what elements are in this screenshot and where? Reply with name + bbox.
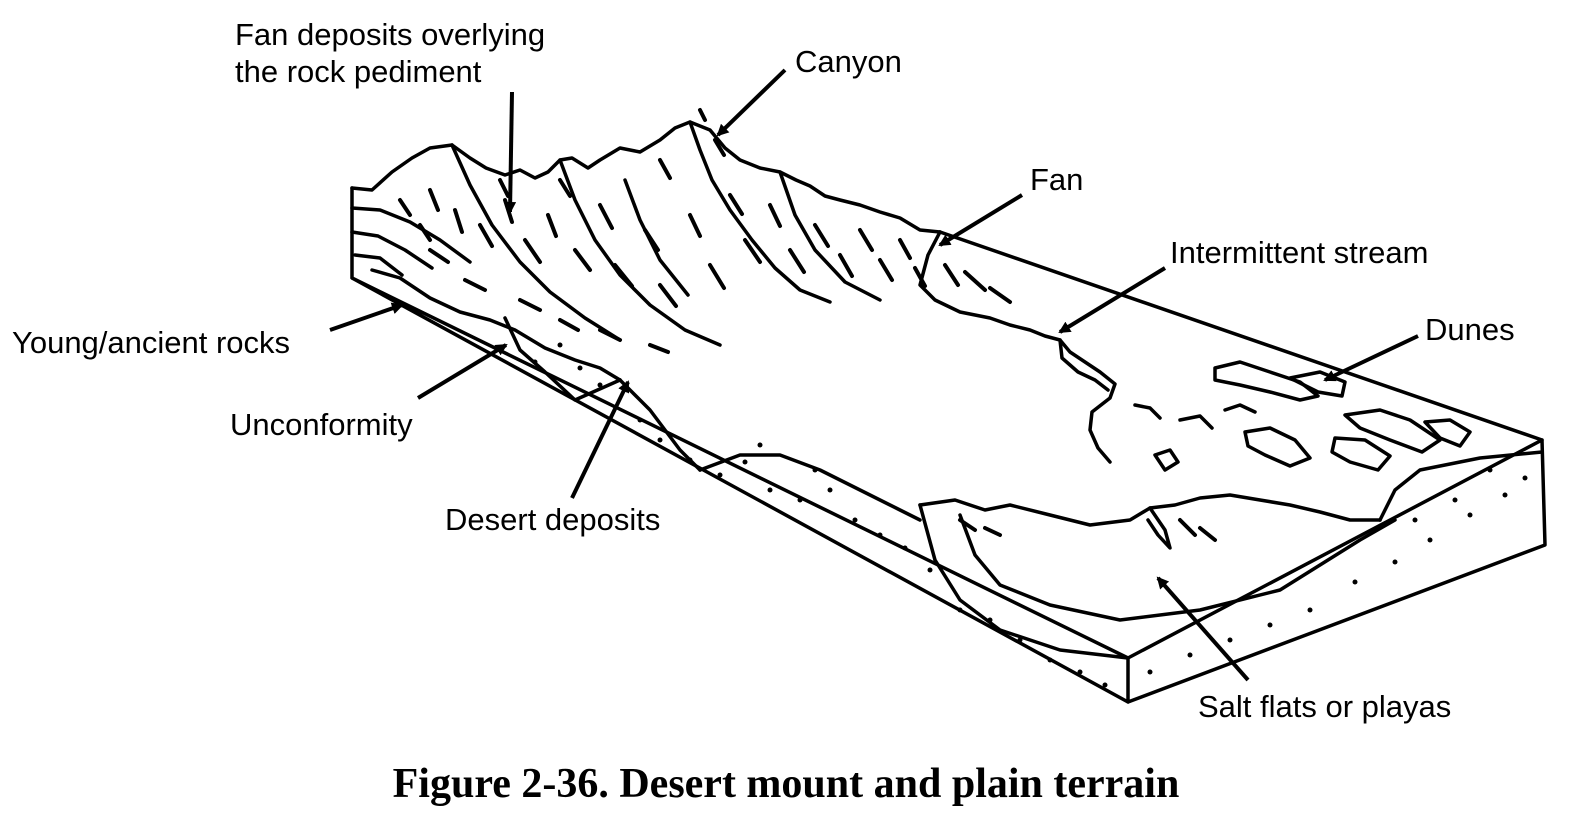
label-fan-deposits-line2: the rock pediment — [235, 54, 482, 89]
dune-6 — [1423, 418, 1472, 448]
block-front-face — [350, 186, 1547, 704]
stream-channel — [1058, 338, 1110, 392]
playa-notch — [1146, 506, 1172, 550]
dune-3 — [1243, 426, 1312, 468]
strata-3 — [353, 253, 404, 277]
playa-surface-edge — [918, 493, 1382, 527]
label-intermittent-stream: Intermittent stream — [1170, 235, 1428, 270]
dune-10 — [1223, 403, 1257, 414]
deposit-boundary-front — [698, 453, 922, 522]
arrow-young-ancient-rocks — [329, 302, 404, 332]
arrow-fan-deposits — [504, 91, 517, 214]
left-section-face — [350, 120, 942, 234]
label-unconformity: Unconformity — [230, 407, 413, 442]
label-desert-deposits: Desert deposits — [445, 502, 660, 537]
strata-1 — [350, 206, 472, 264]
arrow-salt-flats — [1156, 576, 1250, 682]
labels: Fan deposits overlying the rock pediment… — [12, 17, 1515, 807]
arrow-desert-deposits — [570, 380, 630, 499]
plain-far-edge — [938, 230, 1544, 442]
label-canyon: Canyon — [795, 44, 902, 79]
dune-9 — [1178, 414, 1214, 430]
ridge-line-3 — [450, 143, 622, 342]
arrow-fan — [938, 193, 1024, 247]
ridge-line-5 — [623, 178, 690, 297]
mountain-texture — [398, 108, 1217, 542]
label-dunes: Dunes — [1425, 312, 1515, 347]
playa-basin-inner — [958, 513, 1397, 622]
dune-2 — [1288, 370, 1347, 398]
arrow-canyon — [716, 68, 787, 137]
terrain-block — [350, 120, 1547, 704]
ridge-line-4 — [778, 170, 882, 302]
ridge-line-2 — [558, 158, 722, 347]
label-fan-deposits-line1: Fan deposits overlying — [235, 17, 545, 52]
dune-1 — [1213, 360, 1320, 402]
label-fan: Fan — [1030, 162, 1083, 197]
arrow-unconformity — [416, 343, 508, 400]
pointer-arrows — [329, 68, 1419, 682]
figure-caption: Figure 2-36. Desert mount and plain terr… — [393, 761, 1180, 807]
playa-basin-outline — [918, 503, 1130, 660]
label-salt-flats: Salt flats or playas — [1198, 689, 1451, 724]
dune-4 — [1330, 436, 1392, 472]
right-face-curve — [1378, 450, 1544, 522]
mountain-base-line — [918, 230, 1117, 464]
dune-7 — [1153, 448, 1180, 472]
arrow-dunes — [1323, 334, 1419, 382]
pediment-edge — [370, 268, 622, 382]
dune-8 — [1133, 403, 1162, 420]
desert-deposit-wedge — [618, 378, 702, 472]
ridge-line-1 — [688, 120, 832, 304]
strata-2 — [350, 230, 434, 270]
arrow-intermittent-stream — [1058, 266, 1167, 334]
label-young-ancient-rocks: Young/ancient rocks — [12, 325, 290, 360]
unconformity-wedge — [503, 316, 622, 402]
dune-5 — [1343, 408, 1442, 454]
deposit-stipple — [532, 342, 1528, 688]
